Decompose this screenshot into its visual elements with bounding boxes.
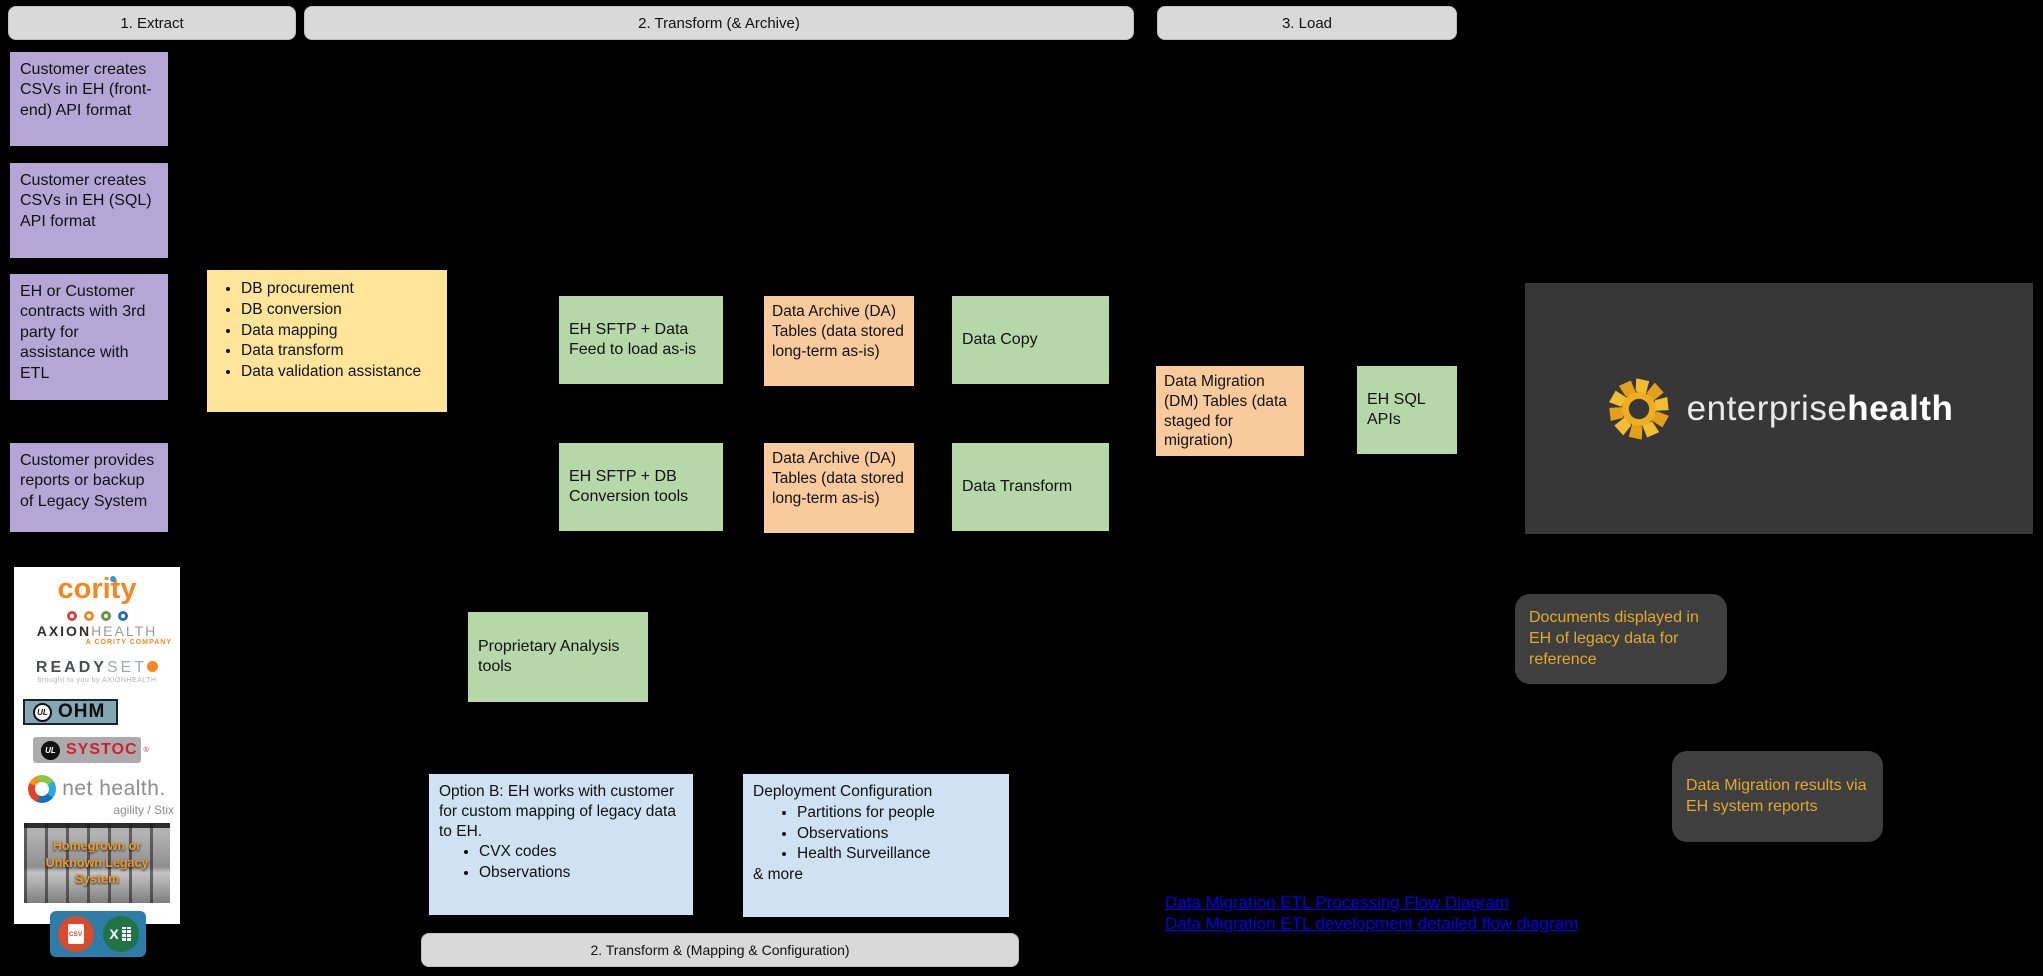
ul-icon: UL [41, 740, 60, 760]
option-b-intro: Option B: EH works with customer for cus… [439, 783, 676, 840]
axion-dots-icon [14, 611, 180, 621]
nethealth-wordmark: net health. [62, 777, 166, 800]
deployment-list: Partitions for people Observations Healt… [753, 803, 999, 864]
legacy-systems-panel: cority AXIONHEALTH A CORITY COMPANY READ… [14, 567, 180, 957]
third-party-services-box: DB procurement DB conversion Data mappin… [207, 270, 447, 412]
cority-logo: cority [14, 573, 180, 606]
step-pill-load: 3. Load [1157, 6, 1457, 40]
brand-health: health [1847, 388, 1954, 428]
service-item: Data transform [241, 341, 437, 361]
note-migration-results: Data Migration results via EH system rep… [1672, 751, 1883, 842]
axion-part2: HEALTH [91, 623, 158, 639]
source-box-3rd-party-etl: EH or Customer contracts with 3rd party … [10, 274, 168, 400]
axion-tagline: A CORITY COMPANY [85, 639, 172, 646]
link-etl-development-detailed-flow-diagram[interactable]: Data Migration ETL development detailed … [1165, 914, 1579, 933]
readyset-part2: SET [106, 659, 148, 676]
excel-file-icon: X [102, 916, 139, 952]
systoc-registered-mark: ® [143, 746, 149, 754]
deployment-item: Partitions for people [797, 803, 999, 823]
deployment-title: Deployment Configuration [753, 783, 933, 800]
nethealth-logo: net health. agility / Stix [14, 775, 180, 817]
source-box-csv-sql: Customer creates CSVs in EH (SQL) API fo… [10, 163, 168, 258]
service-item: Data mapping [241, 321, 437, 341]
csv-doc-glyph: CSV [67, 924, 84, 944]
box-data-copy: Data Copy [952, 296, 1109, 384]
ohm-logo: UL OHM [23, 699, 118, 725]
option-b-item: Observations [479, 863, 683, 883]
step-pill-transform-archive: 2. Transform (& Archive) [304, 6, 1134, 40]
csv-file-icon: CSV [57, 916, 94, 952]
axion-dot-green [100, 611, 111, 621]
enterprise-health-logo-icon [1608, 377, 1669, 440]
service-item: DB procurement [241, 279, 437, 299]
source-box-csv-frontend: Customer creates CSVs in EH (front-end) … [10, 52, 168, 146]
step-pill-extract: 1. Extract [8, 6, 296, 40]
deployment-configuration-box: Deployment Configuration Partitions for … [743, 774, 1009, 917]
diagram-links: Data Migration ETL Processing Flow Diagr… [1165, 892, 1578, 934]
readyset-part1: READY [35, 659, 107, 676]
third-party-services-list: DB procurement DB conversion Data mappin… [217, 279, 437, 382]
option-b-list: CVX codes Observations [439, 842, 683, 883]
axion-dot-blue [117, 611, 128, 621]
nethealth-subtitle: agility / Stix [113, 803, 174, 817]
deployment-more: & more [753, 866, 803, 884]
box-dm-tables: Data Migration (DM) Tables (data staged … [1156, 366, 1304, 456]
deployment-item: Health Surveillance [797, 844, 999, 864]
enterprise-health-wordmark: enterprisehealth [1687, 389, 1954, 429]
option-b-item: CVX codes [479, 842, 683, 862]
excel-x-glyph: X [109, 926, 119, 942]
box-sftp-db-conversion: EH SFTP + DB Conversion tools [559, 443, 723, 531]
cority-wordmark: cority [57, 573, 137, 605]
readyset-tagline: brought to you by AXIONHEALTH [37, 677, 157, 684]
service-item: DB conversion [241, 300, 437, 320]
deployment-item: Observations [797, 824, 999, 844]
box-data-archive-top: Data Archive (DA) Tables (data stored lo… [764, 296, 914, 386]
box-eh-sql-apis: EH SQL APIs [1357, 366, 1457, 454]
axion-part1: AXION [36, 623, 92, 639]
nethealth-ring-icon [28, 775, 57, 803]
box-data-transform: Data Transform [952, 443, 1109, 531]
homegrown-legacy-label: Homegrown or Unknown Legacy System [45, 838, 149, 887]
systoc-logo: UL SYSTOC ® [33, 737, 149, 763]
link-etl-processing-flow-diagram[interactable]: Data Migration ETL Processing Flow Diagr… [1165, 893, 1510, 912]
homegrown-legacy-system-photo: Homegrown or Unknown Legacy System [24, 823, 170, 903]
ohm-wordmark: OHM [58, 701, 106, 722]
file-formats-tile: CSV X [50, 911, 146, 957]
excel-grid-glyph [120, 926, 132, 942]
box-proprietary-analysis-tools: Proprietary Analysis tools [468, 612, 648, 702]
readyset-logo: READYSET brought to you by AXIONHEALTH [14, 659, 180, 684]
axion-health-logo: AXIONHEALTH A CORITY COMPANY [14, 611, 180, 646]
source-box-legacy-backup: Customer provides reports or backup of L… [10, 443, 168, 532]
brand-enterprise: enterprise [1686, 388, 1848, 428]
readyset-wordmark: READYSET [14, 659, 180, 677]
axion-dot-red [66, 611, 77, 621]
readyset-o-icon [147, 661, 159, 672]
option-b-box: Option B: EH works with customer for cus… [429, 774, 693, 915]
ul-icon: UL [33, 702, 52, 722]
axion-wordmark: AXIONHEALTH [14, 623, 180, 639]
service-item: Data validation assistance [241, 362, 437, 382]
step-pill-transform-mapping: 2. Transform & (Mapping & Configuration) [421, 933, 1019, 967]
enterprise-health-panel: enterprisehealth [1525, 283, 2033, 534]
box-data-archive-bottom: Data Archive (DA) Tables (data stored lo… [764, 443, 914, 533]
cority-i-dot [110, 576, 116, 582]
systoc-wordmark: SYSTOC [66, 741, 138, 758]
box-sftp-data-feed: EH SFTP + Data Feed to load as-is [559, 296, 723, 384]
note-documents-displayed: Documents displayed in EH of legacy data… [1515, 594, 1727, 685]
axion-dot-orange [83, 611, 94, 621]
